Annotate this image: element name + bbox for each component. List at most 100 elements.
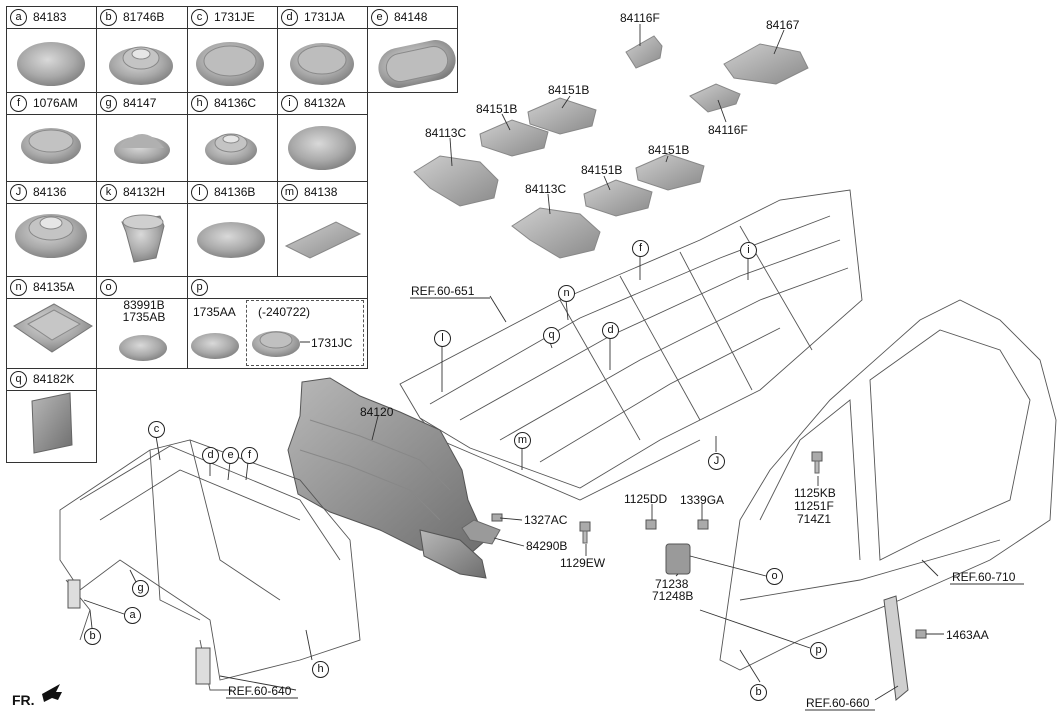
ref-60-640: REF.60-640 — [228, 684, 292, 698]
pad-84116F-top — [625, 35, 663, 69]
callout-71248B: 71248B — [652, 589, 694, 603]
plug-83991B — [119, 335, 167, 361]
callout-84120: 84120 — [360, 405, 394, 419]
pad-84113C-1 — [413, 155, 499, 207]
diagram-letter-l: l — [434, 330, 451, 347]
diagram-letter-p: p — [810, 642, 827, 659]
callout-84113C-2: 84113C — [525, 182, 567, 196]
cell-code: 1731JA — [304, 10, 345, 24]
diagram-letter-c: c — [148, 421, 165, 438]
floor-pan-artwork — [399, 189, 863, 501]
cell-code: 84147 — [123, 96, 157, 110]
cell-letter: l — [191, 184, 208, 201]
cell-code: 84183 — [33, 10, 67, 24]
cell-code: 84138 — [304, 185, 338, 199]
cell-letter: J — [10, 184, 27, 201]
ref-60-710: REF.60-710 — [952, 570, 1016, 584]
plug-84147 — [114, 134, 170, 164]
callout-714Z1: 714Z1 — [797, 512, 832, 526]
diagram-letter-f-front: f — [241, 447, 258, 464]
plug-1735AA — [191, 333, 239, 359]
callout-84116F-bottom: 84116F — [708, 123, 748, 137]
diagram-letter-g: g — [132, 580, 149, 597]
callout-1463AA: 1463AA — [946, 628, 989, 642]
diagram-letter-d: d — [602, 322, 619, 339]
diagram-letter-J: J — [708, 453, 725, 470]
plug-84136 — [15, 214, 87, 258]
side-body-artwork — [719, 299, 1057, 671]
cell-letter: d — [281, 9, 298, 26]
cell-code: 84135A — [33, 280, 75, 294]
sheet-84182K — [31, 392, 73, 454]
callout-71238: 71238 — [655, 577, 689, 591]
ref-60-651: REF.60-651 — [411, 284, 475, 298]
callout-84113C-1: 84113C — [425, 126, 467, 140]
callout-84151B-1: 84151B — [548, 83, 590, 97]
callout-11251F: 11251F — [794, 499, 834, 513]
cell-code: 84182K — [33, 372, 75, 386]
diagram-letter-e: e — [222, 447, 239, 464]
plug-84148 — [378, 40, 456, 88]
dash-insulator-84120 — [287, 377, 487, 579]
diagram-letter-b-side: b — [750, 684, 767, 701]
cell-code: 81746B — [123, 10, 165, 24]
bolt-1339GA — [697, 519, 709, 530]
ref-underlines — [226, 297, 1024, 711]
front-direction-label: FR. — [12, 692, 35, 708]
diagram-letter-o: o — [766, 568, 783, 585]
cell-letter: e — [371, 9, 388, 26]
cell-code: 1731JE — [214, 10, 255, 24]
cell-d: d 1731JA — [277, 6, 368, 93]
o-code-83991B: 83991B — [123, 298, 165, 312]
diagram-letter-m: m — [514, 432, 531, 449]
cell-code: 84136B — [214, 185, 256, 199]
p-code-1731JC: 1731JC — [311, 336, 353, 350]
fr-arrow-icon — [42, 684, 62, 702]
pad-84151B-3 — [635, 153, 705, 191]
cell-k: k 84132H — [96, 181, 188, 277]
diagram-letter-h: h — [312, 661, 329, 678]
plug-84183 — [17, 42, 85, 86]
cell-p: p — [187, 276, 368, 369]
ref-60-660: REF.60-660 — [806, 696, 870, 710]
p-variant-box — [246, 300, 364, 366]
cell-letter: m — [281, 184, 298, 201]
cell-letter: k — [100, 184, 117, 201]
callout-1125DD: 1125DD — [624, 492, 668, 506]
callout-84290B: 84290B — [526, 539, 568, 553]
cell-code: 1076AM — [33, 96, 78, 110]
diagram-letter-n: n — [558, 285, 575, 302]
diagram-letter-a: a — [124, 607, 141, 624]
plug-1731JE — [196, 42, 264, 86]
bolt-1125KB — [811, 451, 823, 474]
pad-84116F-bot — [689, 83, 741, 113]
cell-letter: i — [281, 95, 298, 112]
plug-84132H — [121, 214, 165, 263]
cell-letter: f — [10, 95, 27, 112]
cell-f: f 1076AM — [6, 92, 97, 182]
pad-84151B-4 — [583, 179, 653, 217]
pad-84167 — [723, 43, 809, 85]
callout-1327AC: 1327AC — [524, 513, 568, 527]
callout-1125KB: 1125KB — [794, 486, 836, 500]
cell-code: 84148 — [394, 10, 428, 24]
plug-84136C — [205, 133, 257, 165]
callout-1339GA: 1339GA — [680, 493, 725, 507]
cell-code: 84132H — [123, 185, 166, 199]
cell-letter: h — [191, 95, 208, 112]
front-side-bracket — [67, 579, 81, 609]
diagram-letter-i: i — [740, 242, 757, 259]
callout-84151B-4: 84151B — [581, 163, 623, 177]
diagram-letter-b: b — [84, 628, 101, 645]
pad-84151B-1 — [527, 97, 597, 135]
plug-1731JC — [252, 331, 300, 357]
bracket-84290B — [461, 519, 501, 545]
